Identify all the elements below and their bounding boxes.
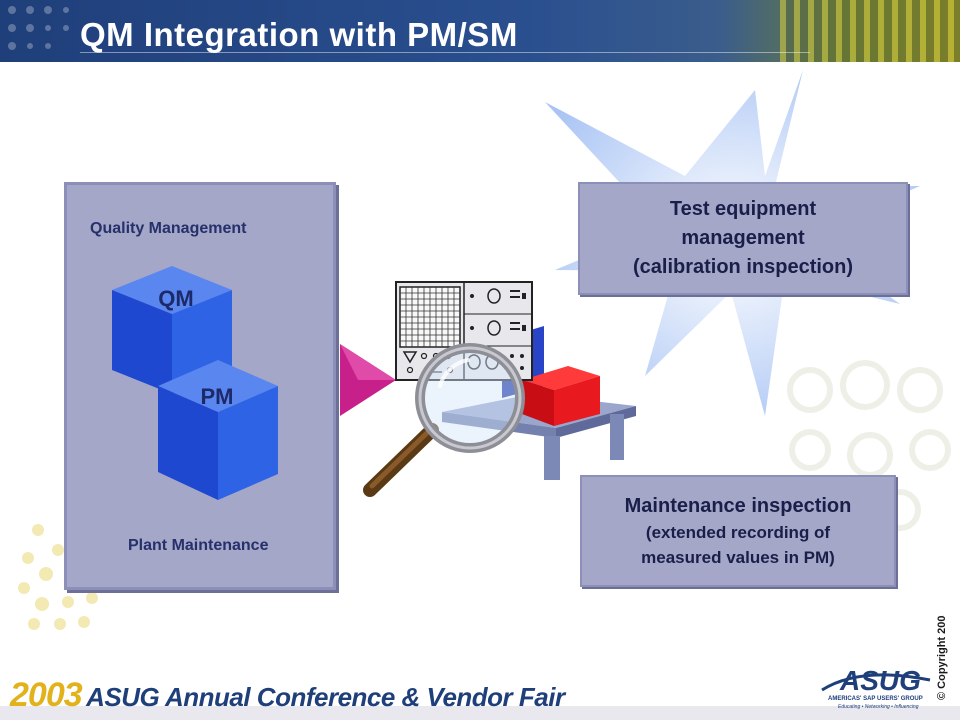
test-equipment-illustration	[363, 281, 636, 497]
arrow-right-icon	[340, 344, 396, 416]
red-box	[522, 366, 600, 426]
quality-management-label: Quality Management	[90, 220, 247, 237]
header-dots-decoration	[8, 6, 69, 50]
header-stripes-decoration	[780, 0, 960, 62]
oscilloscope	[395, 281, 533, 381]
test-equipment-line1: Test equipment	[669, 198, 817, 220]
copyright-notice: © Copyright 2003	[936, 615, 948, 700]
test-equipment-callout: Test equipment management (calibration i…	[578, 182, 908, 295]
conference-year: 2003	[10, 676, 83, 714]
maintenance-inspection-callout: Maintenance inspection (extended recordi…	[580, 475, 896, 587]
test-equipment-line3: (calibration inspection)	[632, 256, 854, 278]
pm-cube: PM	[158, 360, 278, 500]
plant-maintenance-label: Plant Maintenance	[128, 537, 269, 554]
pm-cube-label: PM	[201, 384, 234, 409]
qm-cube-label: QM	[158, 286, 193, 311]
test-equipment-line2: management	[681, 227, 805, 249]
maintenance-line3: measured values in PM)	[641, 548, 835, 567]
asug-logo-tagline: Educating • Networking • Influencing	[838, 704, 919, 710]
conference-banner: 2003 ASUG Annual Conference & Vendor Fai…	[10, 676, 565, 714]
asug-logo-text: ASUG	[839, 665, 921, 696]
asug-logo-subtitle: AMERICAS' SAP USERS' GROUP	[828, 696, 923, 702]
qm-cube: QM	[112, 266, 232, 394]
page-title: QM Integration with PM/SM	[80, 16, 518, 53]
copyright-text: © Copyright 2003	[936, 615, 948, 700]
header-bar: QM Integration with PM/SM	[0, 0, 960, 62]
maintenance-line2: (extended recording of	[645, 523, 831, 542]
qm-pm-cubes: QM PM	[112, 266, 278, 500]
conference-title: ASUG Annual Conference & Vendor Fair	[86, 682, 565, 712]
maintenance-line1: Maintenance inspection	[624, 495, 852, 517]
magnifying-glass-icon	[363, 343, 525, 497]
footer-strip	[0, 706, 960, 720]
asug-logo: ASUG AMERICAS' SAP USERS' GROUP Educatin…	[821, 665, 931, 710]
header-rule	[80, 52, 810, 53]
